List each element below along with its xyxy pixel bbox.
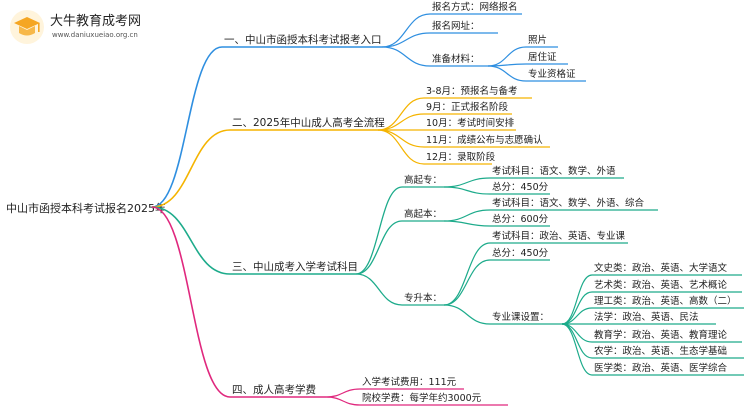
level-zhuanshengben: 专升本： [404,292,442,304]
logo-title: 大牛教育成考网 [50,14,142,29]
branch1-item: 报名方式：网络报名 [432,1,518,13]
timeline-item: 12月：录取阶段 [426,151,496,163]
branch-topic-4: 四、成人高考学费 [232,383,316,396]
subject-item: 专业课设置： [492,311,549,323]
subject-item: 总分：600分 [492,213,549,225]
connector-line [487,46,527,67]
major-category-item: 理工类：政治、英语、高数（二） [594,295,737,307]
subject-item: 总分：450分 [492,247,549,259]
connector-line [561,291,593,325]
major-category-item: 农学：政治、英语、生态学基础 [594,345,727,357]
timeline-item: 10月：考试时间安排 [426,117,515,129]
branch-topic-3: 三、中山成考入学考试科目 [232,260,358,273]
connector-line [355,220,403,275]
connector-line [151,206,231,275]
connector-line [561,323,593,376]
connector-line [381,32,431,48]
fee-item: 入学考试费用：111元 [362,376,457,388]
connector-line [487,65,527,82]
level-gaoqizhuan: 高起专： [404,174,442,186]
subject-item: 考试科目：语文、数学、外语、综合 [492,197,645,209]
major-category-item: 艺术类：政治、英语、艺术概论 [594,279,728,291]
branch1-item: 报名网址： [432,20,480,32]
connector-line [151,129,231,208]
connector-line [381,46,431,67]
connector-line [325,388,361,398]
connector-line [377,113,425,131]
connector-line [151,46,223,208]
connector-line [381,13,431,48]
branch-topic-2: 二、2025年中山成人高考全流程 [232,116,385,129]
connector-line [443,177,491,188]
connector-line [355,273,403,306]
material-item: 照片 [528,34,547,46]
branch-topic-1: 一、中山市函授本科考试报考入口 [224,33,382,46]
major-category-item: 医学类：政治、英语、医学综合 [594,362,728,374]
connector-line [325,396,361,406]
subject-item: 总分：450分 [492,181,549,193]
timeline-item: 9月：正式报名阶段 [426,101,509,113]
connector-line [443,242,491,306]
timeline-item: 3-8月：预报名与备考 [426,85,518,97]
connector-line [443,259,491,306]
level-gaoqiben: 高起本： [404,208,442,220]
connector-line [443,304,491,325]
fee-item: 院校学费：每学年约3000元 [362,392,482,404]
site-logo[interactable]: 大牛教育成考网 www.daniuxueiao.org.cn [6,6,176,48]
connector-line [355,186,403,275]
logo-subtitle: www.daniuxueiao.org.cn [52,31,138,39]
material-item: 专业资格证 [528,68,576,80]
connector-line [443,220,491,227]
major-category-item: 文史类：政治、英语、大学语文 [594,262,728,274]
major-category-item: 教育学：政治、英语、教育理论 [594,329,728,341]
connector-line [377,129,425,148]
timeline-item: 11月：成绩公布与志愿确认 [426,134,543,146]
connector-line [561,323,593,343]
subject-item: 考试科目：政治、英语、专业课 [492,230,626,242]
connector-line [377,129,425,165]
major-category-item: 法学：政治、英语、民法 [594,311,699,323]
connector-line [151,206,231,398]
subject-item: 考试科目：语文、数学、外语 [492,165,616,177]
branch1-item: 准备材料： [432,53,480,65]
material-item: 居住证 [528,51,557,63]
connector-line [443,209,491,222]
root-topic: 中山市函授本科考试报名2025年 [6,201,166,215]
connector-line [443,186,491,195]
graduation-cap-icon [10,10,44,44]
